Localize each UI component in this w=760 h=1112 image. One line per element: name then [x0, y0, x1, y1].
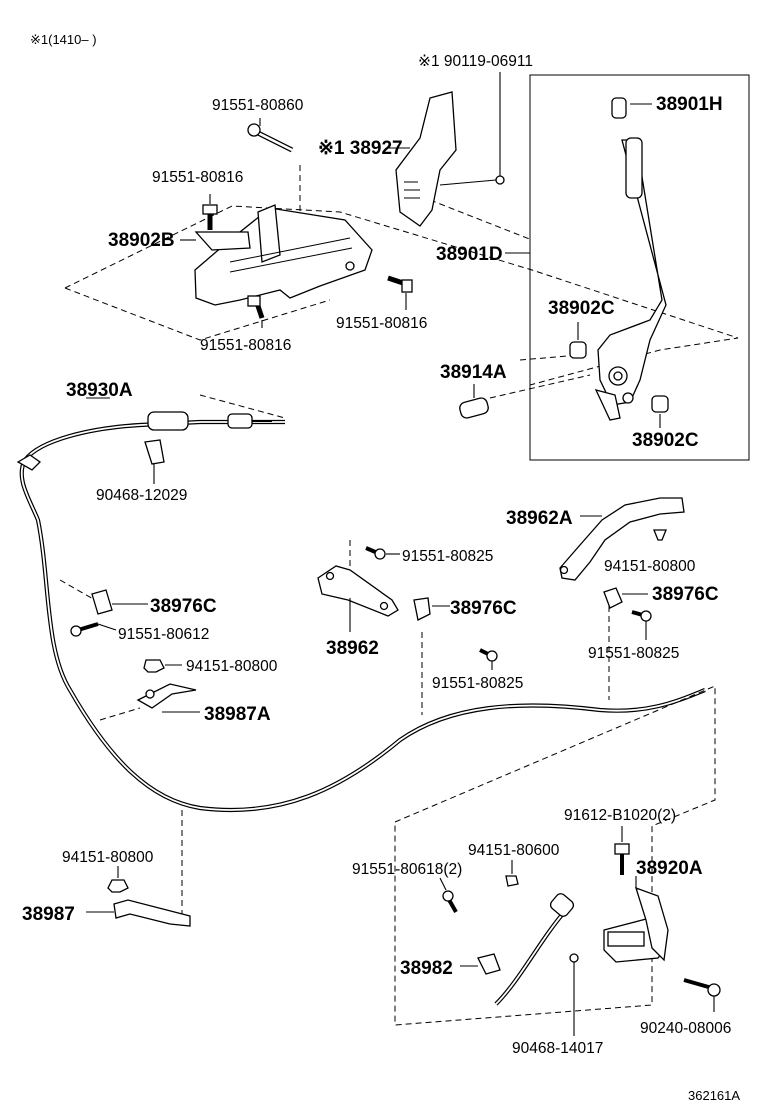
label-91551-80825-right: 91551-80825	[588, 645, 679, 662]
label-38901d: 38901D	[436, 244, 503, 265]
reference-dashed-plane-lower	[64, 287, 331, 341]
nut-94151-80800-left	[143, 659, 182, 673]
label-38987a: 38987A	[204, 704, 271, 725]
reference-dashed-collar	[489, 374, 591, 399]
bushing-38902c-lower	[651, 395, 669, 428]
label-38902b: 38902B	[108, 230, 175, 251]
parking-brake-cable	[16, 397, 706, 813]
bracket-38920a	[603, 876, 669, 963]
lever-assembly-box	[529, 74, 750, 461]
bolt-91551-80825-lower	[479, 648, 498, 670]
reference-dashed-cable-end	[199, 394, 286, 419]
bolt-91551-80816-lower	[247, 295, 265, 328]
label-38902c-upper: 38902C	[548, 298, 615, 319]
label-91551-80816-right: 91551-80816	[336, 315, 427, 332]
bolt-91551-80860	[247, 118, 294, 153]
label-38976c-middle: 38976C	[450, 598, 517, 619]
label-91612-b1020: 91612-B1020(2)	[564, 807, 676, 824]
label-90468-14017: 90468-14017	[512, 1040, 603, 1057]
screw-90119-06911	[495, 72, 505, 185]
label-38976c-right: 38976C	[652, 584, 719, 605]
label-38914a: 38914A	[440, 362, 507, 383]
reference-dashed-clamp	[59, 579, 96, 601]
label-91551-80816-lower: 91551-80816	[200, 337, 291, 354]
revision-note: ※1(1410‒ )	[30, 32, 97, 47]
label-38962: 38962	[326, 638, 379, 659]
bolt-91551-80618	[439, 877, 458, 913]
label-94151-80800-left: 94151-80800	[186, 658, 278, 675]
nut-94151-80800-lower	[107, 866, 129, 893]
label-90240-08006: 90240-08006	[640, 1020, 731, 1037]
lever-cover-38927	[395, 91, 497, 227]
label-38982: 38982	[400, 958, 453, 979]
cable-clamp-38982	[460, 953, 501, 975]
lever-grip-cap	[611, 97, 652, 119]
clamp-38976c-middle	[413, 597, 450, 621]
label-94151-80800-lower: 94151-80800	[62, 849, 154, 866]
bolt-90240-08006	[683, 978, 721, 1012]
label-38927: ※1 38927	[318, 138, 403, 159]
clip-90468-14017	[569, 953, 579, 1036]
label-91551-80618: 91551-80618(2)	[352, 861, 462, 878]
label-91551-80860: 91551-80860	[212, 97, 304, 114]
clamp-38976c-left	[91, 589, 148, 615]
label-38930a: 38930A	[66, 380, 133, 401]
lever-bracket	[180, 204, 373, 306]
label-91551-80816-upper: 91551-80816	[152, 169, 243, 186]
label-38962a: 38962A	[506, 508, 573, 529]
label-90119-06911: ※1 90119-06911	[418, 53, 533, 70]
reference-dashed-guide	[99, 707, 141, 721]
collar-38914a	[459, 384, 489, 419]
bolt-91551-80816-right	[387, 275, 413, 310]
cable-guide-38987	[86, 899, 191, 927]
label-91551-80825-upper: 91551-80825	[402, 548, 493, 565]
nut-94151-80800-right	[653, 529, 667, 541]
cable-guide-38987a	[136, 683, 200, 713]
clamp-38976c-right	[603, 587, 648, 609]
bolt-91551-80825-right	[631, 610, 652, 640]
bolt-91612-b1020	[614, 826, 630, 875]
bolt-91551-80816-upper	[202, 194, 218, 230]
label-94151-80800-right: 94151-80800	[604, 558, 696, 575]
bolt-91551-80612	[70, 622, 117, 637]
clip-90468-12029	[144, 439, 165, 484]
label-91551-80825-lower: 91551-80825	[432, 675, 523, 692]
bracket-38962a	[559, 497, 685, 581]
label-38987: 38987	[22, 904, 75, 925]
rear-cable-end	[494, 893, 575, 1006]
bushing-38902c-upper	[569, 322, 587, 359]
diagram-code: 362161A	[688, 1088, 740, 1103]
label-91551-80612: 91551-80612	[118, 626, 209, 643]
label-38976c-left: 38976C	[150, 596, 217, 617]
label-90468-12029: 90468-12029	[96, 487, 187, 504]
reference-dashed-knob	[429, 199, 533, 241]
label-38902c-lower: 38902C	[632, 430, 699, 451]
label-94151-80600: 94151-80600	[468, 842, 560, 859]
nut-94151-80600	[505, 860, 519, 887]
label-38920a: 38920A	[636, 858, 703, 879]
bracket-38962	[317, 565, 399, 632]
parking-brake-lever	[594, 137, 667, 421]
bolt-91551-80825-upper	[365, 546, 400, 560]
label-38901h: 38901H	[656, 94, 723, 115]
reference-dashed-plane	[64, 205, 739, 386]
